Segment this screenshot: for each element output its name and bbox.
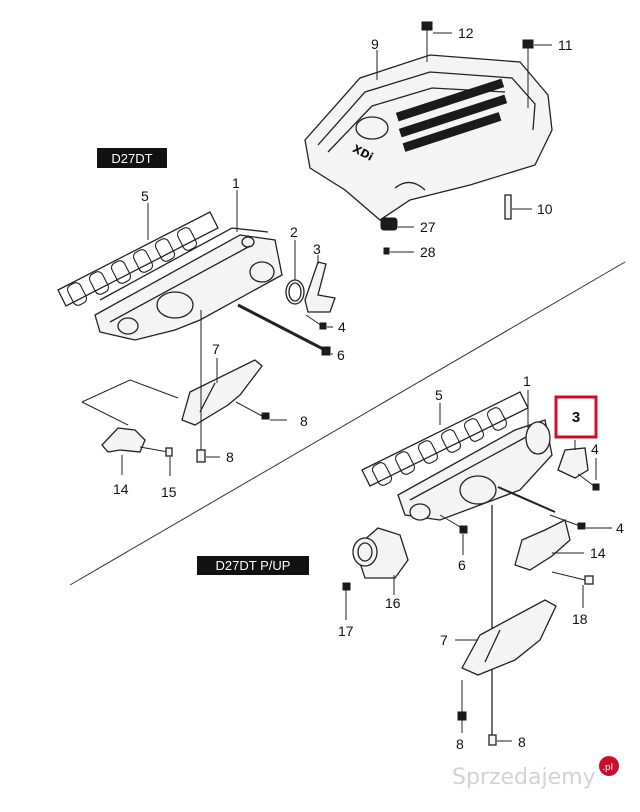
callout-7-upper: 7 xyxy=(212,341,220,357)
watermark-badge xyxy=(599,756,619,776)
callout-4-upper: 4 xyxy=(338,319,346,335)
bolt-11 xyxy=(522,39,552,108)
pin-28 xyxy=(383,247,414,255)
callout-5-upper: 5 xyxy=(141,188,149,204)
callout-9: 9 xyxy=(371,36,379,52)
intake-manifold-lower xyxy=(397,390,553,521)
callout-3-upper: 3 xyxy=(313,241,321,257)
stud-6-upper xyxy=(237,303,333,356)
callout-6-upper: 6 xyxy=(337,347,345,363)
bolt-17 xyxy=(342,582,351,620)
callout-27: 27 xyxy=(420,219,436,235)
watermark: Sprzedajemy .pl xyxy=(452,756,619,790)
bolt-8-upper-b xyxy=(196,310,220,463)
variant-divider-line xyxy=(69,261,626,586)
callout-2: 2 xyxy=(290,224,298,240)
variant-label-lower: D27DT P/UP xyxy=(216,558,291,573)
bracket-3-upper xyxy=(304,255,336,313)
callout-10: 10 xyxy=(537,201,553,217)
callout-8-lower-b: 8 xyxy=(518,734,526,750)
callout-28: 28 xyxy=(420,244,436,260)
callout-4-lower-b: 4 xyxy=(616,520,624,536)
bracket-7-lower xyxy=(455,599,557,676)
manifold-gasket-upper xyxy=(57,211,219,307)
callout-15: 15 xyxy=(161,484,177,500)
highlight-box xyxy=(554,395,598,439)
callout-8-lower-a: 8 xyxy=(456,736,464,752)
callout-14-lower: 14 xyxy=(590,545,606,561)
callout-1-upper: 1 xyxy=(232,175,240,191)
intake-manifold-upper xyxy=(94,227,283,341)
o-ring-2 xyxy=(285,240,305,305)
callout-4-lower-a: 4 xyxy=(591,441,599,457)
bracket-7-upper xyxy=(181,358,263,426)
variant-label-upper: D27DT xyxy=(111,151,152,166)
callout-numbers: 9 12 11 10 27 28 1 5 2 3 4 6 7 8 8 14 15… xyxy=(113,25,624,752)
callout-14-upper: 14 xyxy=(113,481,129,497)
callout-8-upper-b: 8 xyxy=(226,449,234,465)
bolt-4-lower-a xyxy=(577,458,600,491)
callout-11: 11 xyxy=(558,37,573,53)
engine-cover: XDi xyxy=(304,54,553,221)
highlight-label: 3 xyxy=(572,409,580,426)
linkage-rod xyxy=(497,486,556,513)
bracket-3-lower xyxy=(557,440,589,479)
bolt-15 xyxy=(139,446,173,476)
bolt-4-upper xyxy=(305,314,333,330)
callout-18: 18 xyxy=(572,611,588,627)
bolt-8-lower-a xyxy=(457,680,467,733)
bracket-14-upper xyxy=(81,379,179,475)
callout-17: 17 xyxy=(338,623,354,639)
callout-6-lower: 6 xyxy=(458,557,466,573)
callout-16: 16 xyxy=(385,595,401,611)
variant-tag-upper xyxy=(97,148,167,168)
watermark-suffix: .pl xyxy=(602,763,613,773)
grommet-27 xyxy=(380,217,414,231)
bracket-14-lower xyxy=(514,519,584,571)
callout-1-lower: 1 xyxy=(523,373,531,389)
bolt-8-lower-b xyxy=(488,734,512,746)
callout-7-lower: 7 xyxy=(440,632,448,648)
callout-8-upper-a: 8 xyxy=(300,413,308,429)
callout-12: 12 xyxy=(458,25,474,41)
bolt-12 xyxy=(421,21,452,62)
stud-10 xyxy=(504,194,532,220)
watermark-text: Sprzedajemy xyxy=(452,765,596,790)
stud-6-lower xyxy=(439,514,468,555)
bolt-18 xyxy=(551,571,594,608)
variant-tag-lower xyxy=(197,556,309,575)
bolt-8-upper-a xyxy=(235,401,287,421)
throttle-body-16 xyxy=(352,527,409,595)
callout-5-lower: 5 xyxy=(435,387,443,403)
